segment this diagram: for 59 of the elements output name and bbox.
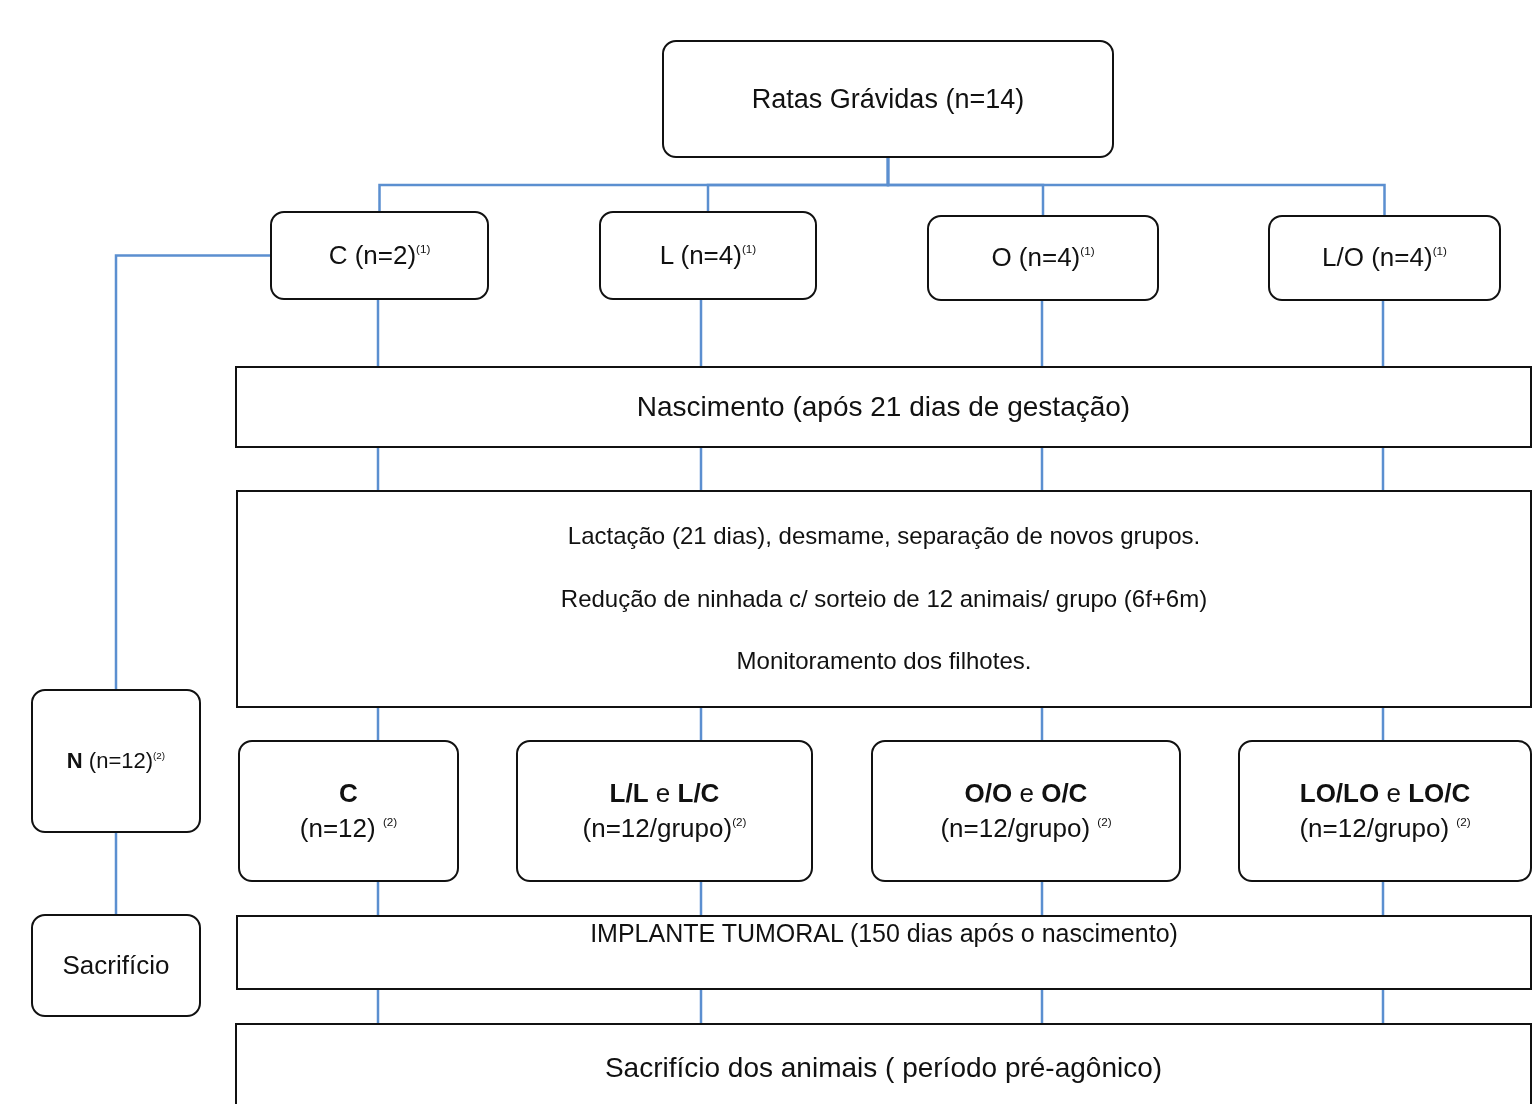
connector-line [699,882,703,915]
node-text: O/O e O/C [964,776,1088,810]
node-text: Sacrifício [62,948,170,982]
connector-line [699,448,703,490]
node-text: N (n=12)$^{(2)}$ [66,747,166,776]
connector-line [376,708,380,740]
connector-line [376,882,380,915]
connector-line [1381,882,1385,915]
connector-line [1381,301,1385,366]
node-text: C (n=2)$^{(1)}$ [328,238,431,272]
node-text: L/O (n=4)$^{(1)}$ [1322,241,1447,275]
connector-line [1381,708,1385,740]
node-text: L (n=4)$^{(1)}$ [659,238,757,272]
node-text: Ratas Grávidas (n=14) [751,82,1025,116]
group-box [871,740,1181,882]
group-box [927,215,1159,301]
connector-line [114,254,270,689]
stage-band [236,490,1532,708]
group-box [270,211,489,300]
group-box [1268,215,1501,301]
node-text: (n=12/grupo) $^{(2)}$ [1299,812,1471,845]
connector-line [699,990,703,1023]
stage-band [235,366,1532,448]
node-text: Monitoramento dos filhotes. [736,646,1032,677]
connector-line [376,990,380,1023]
connector-line [699,300,703,366]
connector-line [1040,882,1044,915]
connector-line [886,158,1386,215]
connector-line [376,300,380,366]
connector-line [1040,708,1044,740]
process-box [662,40,1114,158]
connector-line [1381,990,1385,1023]
node-text: LO/LO e LO/C [1299,776,1471,810]
group-box [31,689,201,833]
connector-line [1381,448,1385,490]
stage-band [235,1023,1532,1104]
connector-line [1040,301,1044,366]
node-text: Redução de ninhada c/ sorteio de 12 animais/ grupo (6f+6m) [560,583,1208,614]
group-box [516,740,813,882]
node-text: (n=12/grupo)$^{(2)}$ [582,812,747,845]
node-text: L/L e L/C [609,776,720,810]
process-box [31,914,201,1017]
stage-band [236,915,1532,990]
node-text: IMPLANTE TUMORAL (150 dias após o nascimento) [590,918,1178,949]
connector-line [1040,448,1044,490]
node-text: (n=12/grupo) $^{(2)}$ [940,812,1112,845]
node-text: O (n=4)$^{(1)}$ [991,241,1095,275]
connector-line [114,833,118,914]
node-text: Lactação (21 dias), desmame, separação de novos grupos. [567,521,1201,552]
group-box [238,740,459,882]
node-text: C [339,776,358,810]
node-text: Nascimento (após 21 dias de gestação) [636,390,1131,425]
node-text: (n=12) $^{(2)}$ [299,812,398,845]
connector-line [376,448,380,490]
node-text: Sacrifício dos animais ( período pré-agônico) [604,1051,1163,1086]
connector-line [699,708,703,740]
connector-line [1040,990,1044,1023]
group-box [599,211,817,300]
group-box [1238,740,1532,882]
